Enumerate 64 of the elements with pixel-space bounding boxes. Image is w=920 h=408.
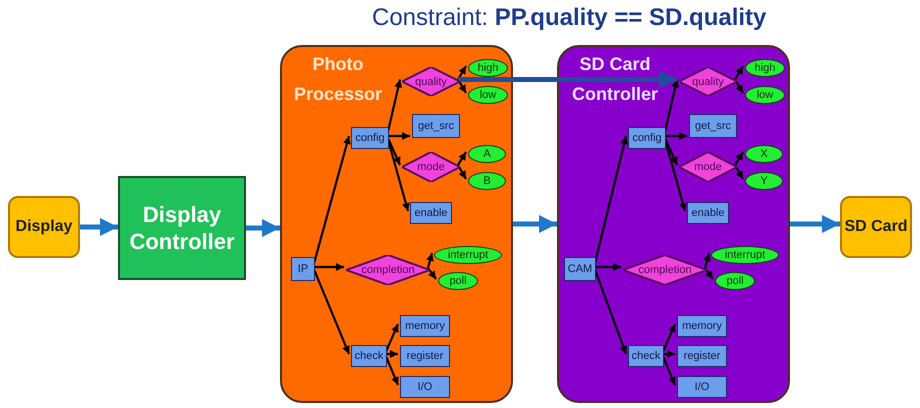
arrow <box>385 350 398 358</box>
arrow <box>662 350 675 358</box>
option-ellipse: interrupt <box>434 246 502 264</box>
arrow <box>734 65 744 80</box>
option-ellipse: high <box>468 59 508 77</box>
arrow <box>594 263 621 271</box>
option-ellipse: B <box>468 172 506 190</box>
option-ellipse: high <box>745 59 785 77</box>
process-box: register <box>677 345 727 367</box>
controller-box: Display Controller <box>118 176 246 280</box>
arrow <box>246 219 280 237</box>
process-box: memory <box>677 315 727 337</box>
process-box: memory <box>400 315 450 337</box>
process-box: get_src <box>689 114 737 138</box>
arrow <box>734 164 744 180</box>
process-box: enable <box>687 202 729 224</box>
decision-diamond: quality <box>679 67 737 96</box>
process-box: check <box>351 345 387 367</box>
constraint-title: Constraint: PP.quality == SD.quality <box>372 4 766 32</box>
decision-diamond: completion <box>346 255 430 285</box>
arrow <box>457 65 467 80</box>
process-box: I/O <box>677 376 727 398</box>
panel-heading: SD Card Controller <box>570 53 659 106</box>
decision-diamond: mode <box>679 152 737 182</box>
process-box: register <box>400 345 450 367</box>
component-panel <box>557 45 790 403</box>
process-box: enable <box>410 202 452 224</box>
option-ellipse: low <box>745 86 785 104</box>
option-ellipse: X <box>745 145 783 163</box>
process-box: check <box>628 345 664 367</box>
arrow <box>704 267 714 280</box>
terminal-box: SD Card <box>840 196 912 258</box>
arrow <box>513 215 557 233</box>
option-ellipse: poll <box>715 272 755 290</box>
process-box: get_src <box>412 114 460 138</box>
arrow <box>457 151 467 166</box>
process-box: IP <box>291 257 315 281</box>
decision-diamond: mode <box>402 152 460 182</box>
arrow <box>457 164 467 180</box>
arrow <box>80 218 118 236</box>
arrow <box>734 151 744 166</box>
process-box: CAM <box>564 257 596 281</box>
panel-heading: Photo Processor <box>292 53 384 106</box>
arrow <box>313 263 344 271</box>
decision-diamond: quality <box>402 67 460 96</box>
option-ellipse: Y <box>745 172 783 190</box>
arrow <box>734 78 744 94</box>
option-ellipse: low <box>468 86 508 104</box>
arrow <box>426 252 434 268</box>
arrow <box>790 215 840 233</box>
arrow <box>458 70 677 88</box>
terminal-box: Display <box>8 196 80 258</box>
process-box: I/O <box>400 376 450 398</box>
component-panel <box>280 45 513 403</box>
arrow <box>703 252 711 268</box>
option-ellipse: A <box>468 145 506 163</box>
option-ellipse: poll <box>438 272 478 290</box>
arrow <box>387 132 410 140</box>
arrow <box>427 267 437 280</box>
decision-diamond: completion <box>623 255 707 285</box>
process-box: config <box>628 127 666 149</box>
option-ellipse: interrupt <box>711 246 779 264</box>
arrow <box>664 132 687 140</box>
process-box: config <box>351 127 389 149</box>
